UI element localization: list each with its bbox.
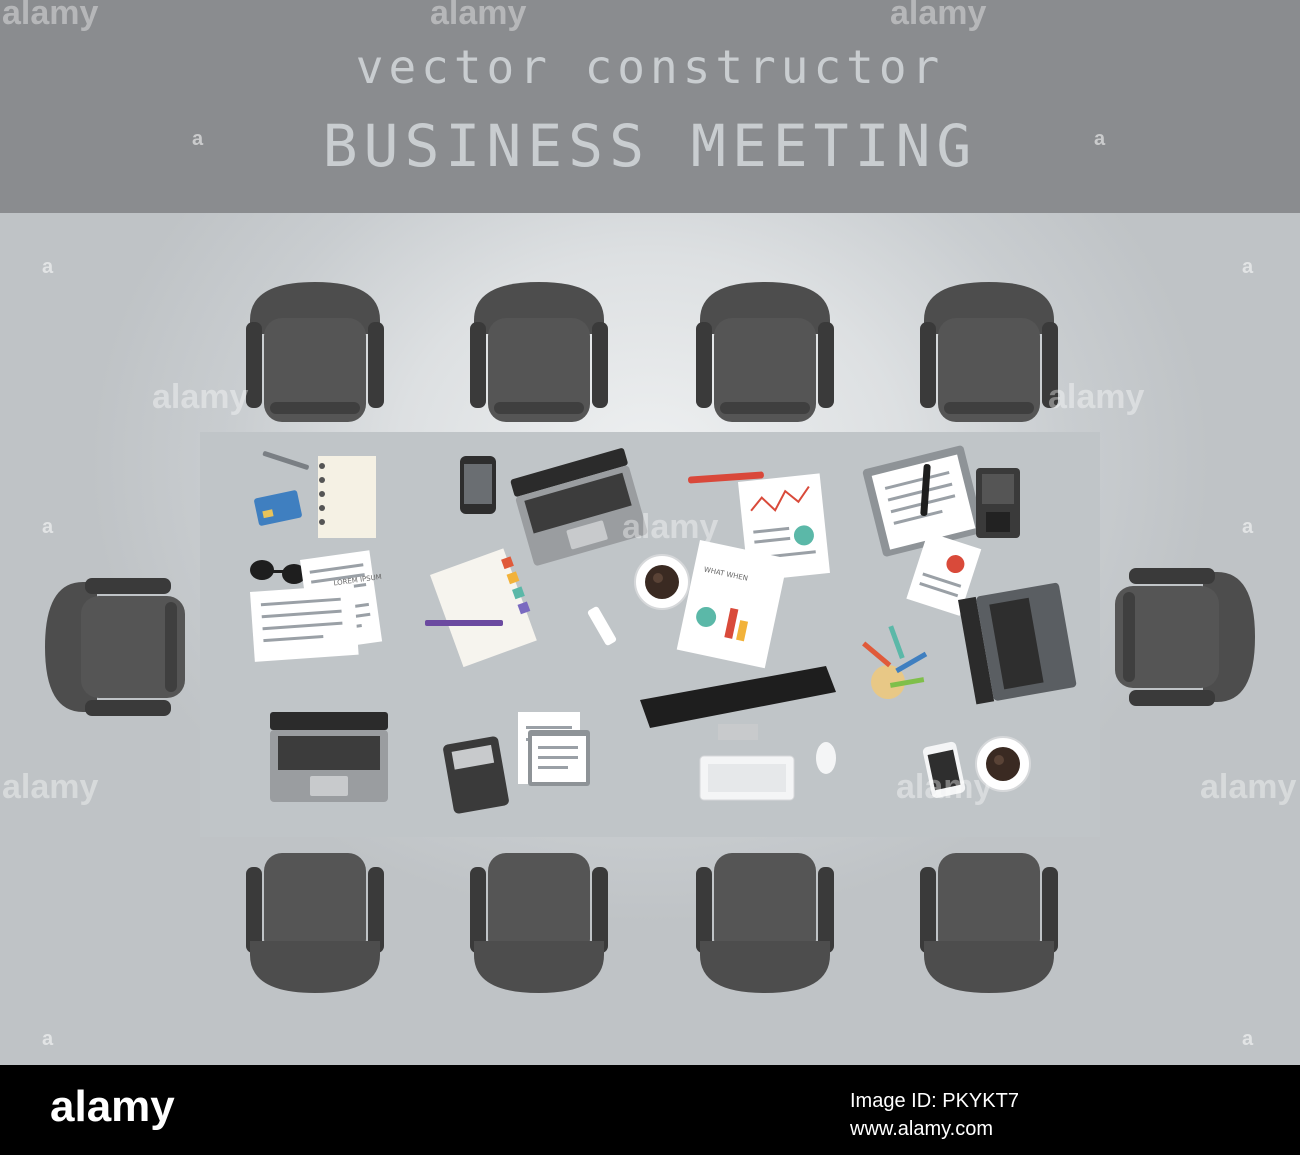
watermark: alamy [890, 0, 987, 32]
watermark-mark: a [1242, 1028, 1254, 1050]
watermark: alamy [2, 768, 99, 806]
document-icon: LOREM IPSUM [300, 550, 382, 652]
watermark-mark: a [42, 256, 54, 278]
chair-bottom-4 [920, 853, 1058, 993]
planner-icon [430, 548, 537, 668]
report-icon-2: WHAT WHEN [676, 540, 789, 669]
watermark-mark: a [192, 128, 204, 150]
chair-top-4 [920, 282, 1058, 422]
chair-top-2 [470, 282, 608, 422]
watermark-mark: a [1242, 516, 1254, 538]
header-banner: vector constructor BUSINESS MEETING [0, 0, 1300, 213]
chart-sheet-icon [906, 532, 982, 616]
watermark: alamy [622, 508, 719, 546]
laptop-icon-2 [958, 582, 1077, 705]
watermark: alamy [430, 0, 527, 32]
notebook-icon [318, 456, 376, 538]
chair-bottom-2 [470, 853, 608, 993]
chair-bottom-3 [696, 853, 834, 993]
pencil-cup-icon [862, 625, 928, 699]
document-icon-2 [249, 584, 359, 662]
calculator-icon [976, 468, 1020, 538]
watermark: alamy [1200, 768, 1297, 806]
watermark-mark: a [42, 516, 54, 538]
keyboard-icon [699, 755, 795, 801]
chair-top-3 [696, 282, 834, 422]
credit-card-icon [254, 490, 302, 526]
smartphone-icon [460, 456, 496, 514]
brand-logo: alamy [50, 1082, 175, 1131]
watermark-mark: a [1242, 256, 1254, 278]
watermark-mark: a [42, 1028, 54, 1050]
image-id: Image ID: PKYKT7 [850, 1090, 1019, 1112]
chair-bottom-1 [246, 853, 384, 993]
red-pencil-icon [688, 471, 764, 484]
coffee-cup-icon [634, 554, 690, 610]
footer-bar [0, 1065, 1300, 1155]
watermark: alamy [1048, 378, 1145, 416]
title: BUSINESS MEETING [322, 112, 978, 180]
pencil-icon [425, 620, 503, 626]
subtitle: vector constructor [355, 40, 945, 94]
watermark-mark: a [1094, 128, 1106, 150]
watermark: alamy [2, 0, 99, 32]
mouse-icon [816, 742, 836, 774]
chair-top-1 [246, 282, 384, 422]
desktop-monitor-icon [640, 666, 836, 740]
smartphone-icon-2 [922, 741, 966, 798]
calculator-icon-2 [443, 736, 509, 814]
chair-right [1115, 568, 1255, 706]
site-url: www.alamy.com [850, 1118, 993, 1140]
fountain-pen-icon [920, 464, 931, 517]
pen-icon [262, 451, 309, 470]
chair-left [45, 578, 185, 716]
sunglasses-icon [250, 560, 306, 584]
clipboard-icon-3 [528, 730, 590, 786]
watermark: alamy [896, 768, 993, 806]
watermark: alamy [152, 378, 249, 416]
usb-stick-icon [587, 606, 617, 646]
laptop-icon-3 [270, 712, 388, 802]
